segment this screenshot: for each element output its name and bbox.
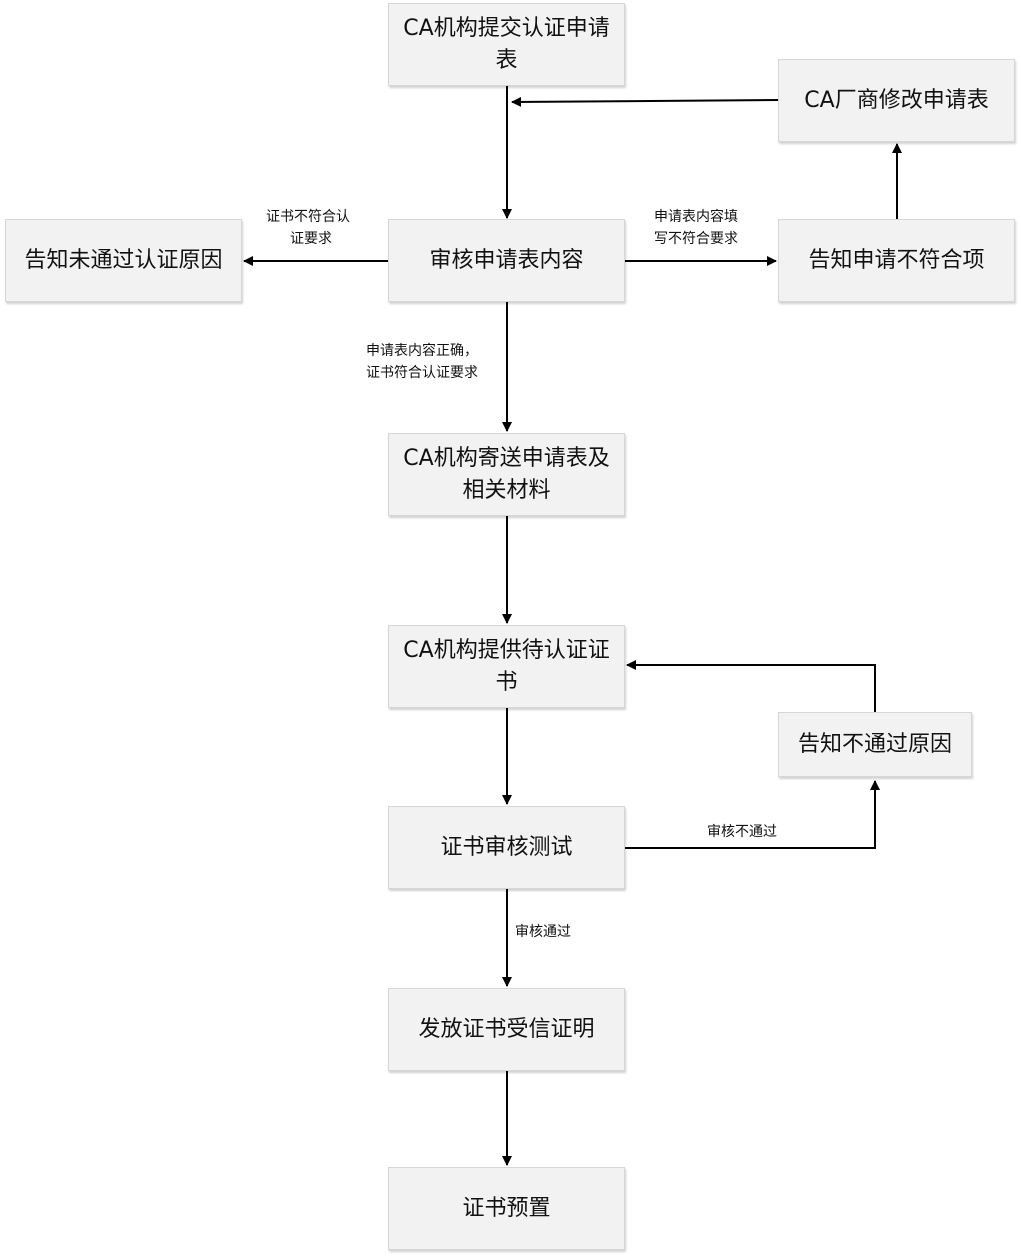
edge-label-test-pass: 审核通过 [515, 921, 571, 943]
arrow-modify-to-submit [511, 96, 779, 107]
edge-label-form-nonconform-line1: 申请表内容填 [654, 209, 738, 225]
edge-label-form-correct-line2: 证书符合认证要求 [366, 365, 478, 381]
node-send-materials: CA机构寄送申请表及相关材料 [388, 433, 625, 516]
node-notify-failure-reason: 告知不通过原因 [778, 712, 972, 777]
arrow-test-to-fail [625, 780, 880, 849]
node-review-application: 审核申请表内容 [388, 219, 625, 302]
node-notify-nonconformity: 告知申请不符合项 [778, 219, 1015, 302]
edge-label-test-fail: 审核不通过 [707, 821, 777, 843]
node-issue-trust-proof: 发放证书受信证明 [388, 988, 625, 1071]
node-send-materials-label: CA机构寄送申请表及相关材料 [403, 445, 610, 503]
node-certificate-preset-label: 证书预置 [462, 1195, 551, 1221]
node-provide-certificate-label: CA机构提供待认证证书 [403, 637, 610, 695]
node-notify-failure-reason-label: 告知不通过原因 [797, 731, 952, 757]
edge-label-form-nonconform-line2: 写不符合要求 [654, 231, 738, 247]
edge-label-cert-nonconform-line1: 证书不符合认 [266, 209, 350, 225]
node-certificate-preset: 证书预置 [388, 1167, 625, 1250]
node-provide-certificate: CA机构提供待认证证书 [388, 625, 625, 708]
node-modify-application-label: CA厂商修改申请表 [804, 87, 989, 113]
node-notify-rejection-reason: 告知未通过认证原因 [5, 219, 242, 302]
edge-label-test-pass-text: 审核通过 [515, 924, 571, 940]
edge-label-cert-nonconform-line2: 证要求 [290, 231, 332, 247]
edge-label-cert-nonconform: 证书不符合认 证要求 [266, 206, 350, 250]
edge-label-test-fail-text: 审核不通过 [707, 824, 777, 840]
arrow-fail-to-provide [626, 660, 876, 712]
edge-label-form-nonconform: 申请表内容填 写不符合要求 [654, 206, 738, 250]
node-modify-application: CA厂商修改申请表 [778, 59, 1015, 142]
node-submit-application-label: CA机构提交认证申请表 [403, 15, 610, 73]
node-certificate-test-label: 证书审核测试 [440, 834, 573, 860]
node-notify-nonconformity-label: 告知申请不符合项 [808, 247, 985, 273]
node-issue-trust-proof-label: 发放证书受信证明 [418, 1016, 595, 1042]
node-review-application-label: 审核申请表内容 [429, 247, 584, 273]
node-submit-application: CA机构提交认证申请表 [388, 3, 625, 86]
node-certificate-test: 证书审核测试 [388, 806, 625, 889]
edge-label-form-correct: 申请表内容正确， 证书符合认证要求 [366, 340, 478, 384]
node-notify-rejection-reason-label: 告知未通过认证原因 [24, 247, 223, 273]
edge-label-form-correct-line1: 申请表内容正确， [366, 343, 478, 359]
